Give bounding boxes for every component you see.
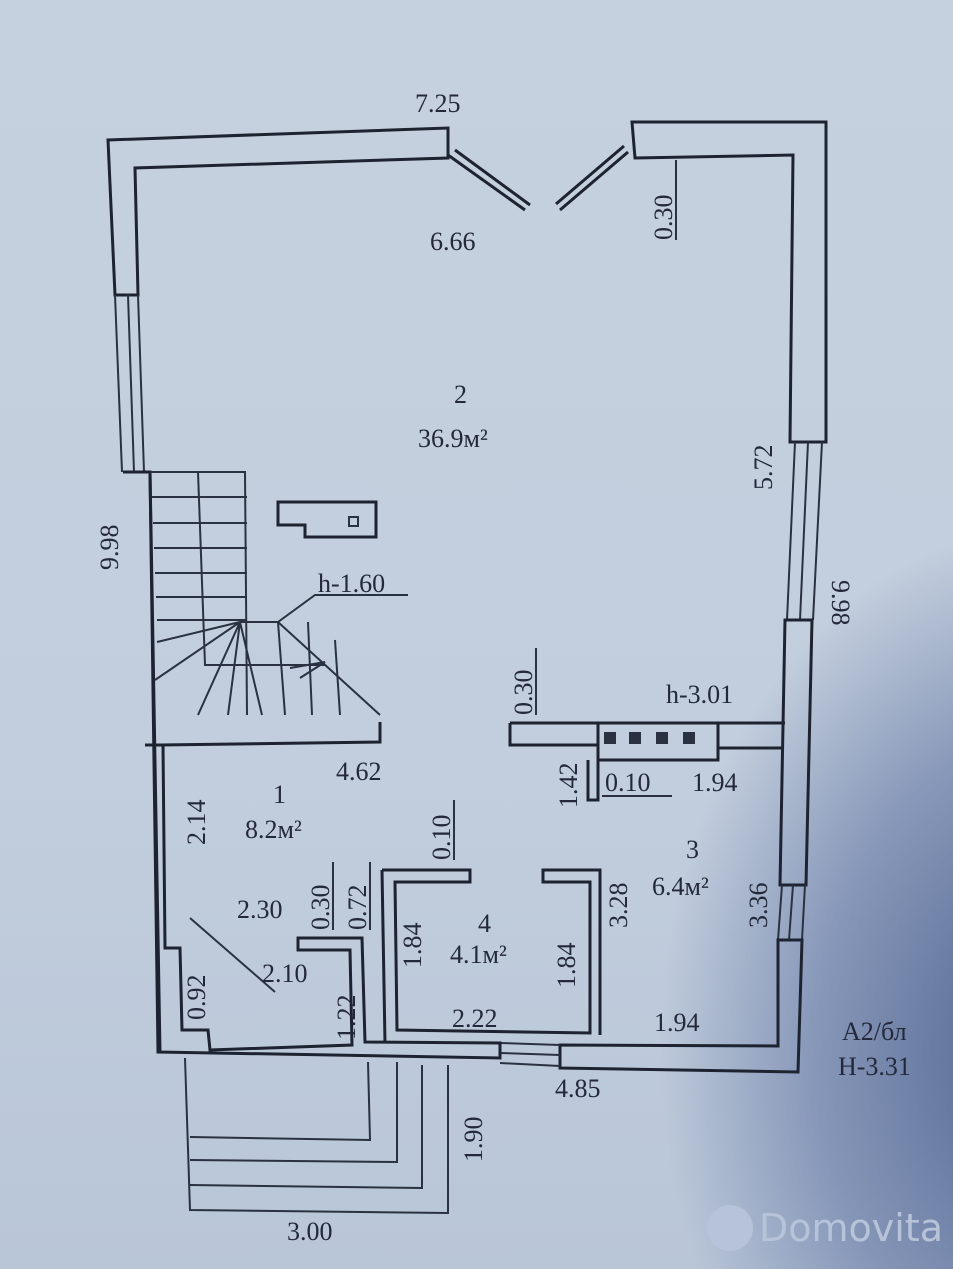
dim-stair-height: h-1.60 (318, 569, 385, 598)
stamp-line-1: А2/бл (842, 1017, 907, 1046)
room-4-area: 4.1м² (450, 940, 507, 969)
dimension-lines (332, 160, 677, 930)
dim-room3-offset: 1.42 (554, 763, 583, 809)
watermark-brand: Domovita (758, 1206, 943, 1250)
dim-room1-height: 2.14 (182, 800, 211, 846)
stamp-line-2: Н-3.31 (838, 1052, 911, 1081)
room-3-number: 3 (686, 835, 699, 864)
entry-door-swing (189, 917, 276, 993)
dim-top-outer: 7.25 (415, 89, 461, 118)
porch-steps (184, 1057, 449, 1215)
dim-entry-right: 1.22 (332, 995, 361, 1041)
dim-hall-door: 0.72 (343, 885, 372, 931)
dim-room3-left: 3.28 (604, 883, 633, 929)
room-4-number: 4 (478, 909, 491, 938)
dim-room3-right: 3.36 (744, 883, 773, 929)
room-1-number: 1 (273, 780, 286, 809)
domovita-logo-icon (706, 1205, 753, 1251)
dim-porch-height: 1.90 (459, 1117, 488, 1163)
room-3-area: 6.4м² (652, 872, 709, 901)
dim-bottom-outer: 4.85 (555, 1074, 601, 1103)
dim-hall-wall: 0.30 (306, 885, 335, 931)
dim-room4-left: 1.84 (398, 923, 427, 969)
dim-porch-width: 3.00 (287, 1217, 333, 1246)
dim-room4-right: 1.84 (552, 943, 581, 989)
dim-partition-height: h-3.01 (666, 680, 733, 709)
dim-entry-left: 0.92 (182, 975, 211, 1021)
dim-room3-width-top: 1.94 (692, 768, 738, 797)
room-1-area: 8.2м² (245, 815, 302, 844)
room-2-number: 2 (454, 380, 467, 409)
dim-top-inner: 6.66 (430, 227, 476, 256)
dim-top-right-wall: 0.30 (649, 195, 678, 241)
dim-left-outer: 9.98 (95, 525, 124, 571)
stove-block (276, 500, 378, 539)
dim-room4-top-offset: 0.10 (427, 815, 456, 861)
dim-vent-width: 0.10 (605, 768, 651, 797)
dim-hall-width: 2.30 (237, 895, 283, 924)
dim-room4-width: 2.22 (452, 1004, 498, 1033)
staircase (150, 471, 408, 716)
walls (106, 120, 828, 1074)
dim-entry-diag: 2.10 (262, 959, 308, 988)
dim-room1-width: 4.62 (336, 757, 382, 786)
dim-room3-width-bottom: 1.94 (654, 1008, 700, 1037)
dim-partition-thickness: 0.30 (509, 670, 538, 716)
domovita-watermark: Domovita (706, 1205, 943, 1251)
dim-right-outer: 9.98 (826, 580, 855, 626)
room-2-area: 36.9м² (418, 424, 488, 453)
dim-right-inner: 5.72 (749, 445, 778, 491)
